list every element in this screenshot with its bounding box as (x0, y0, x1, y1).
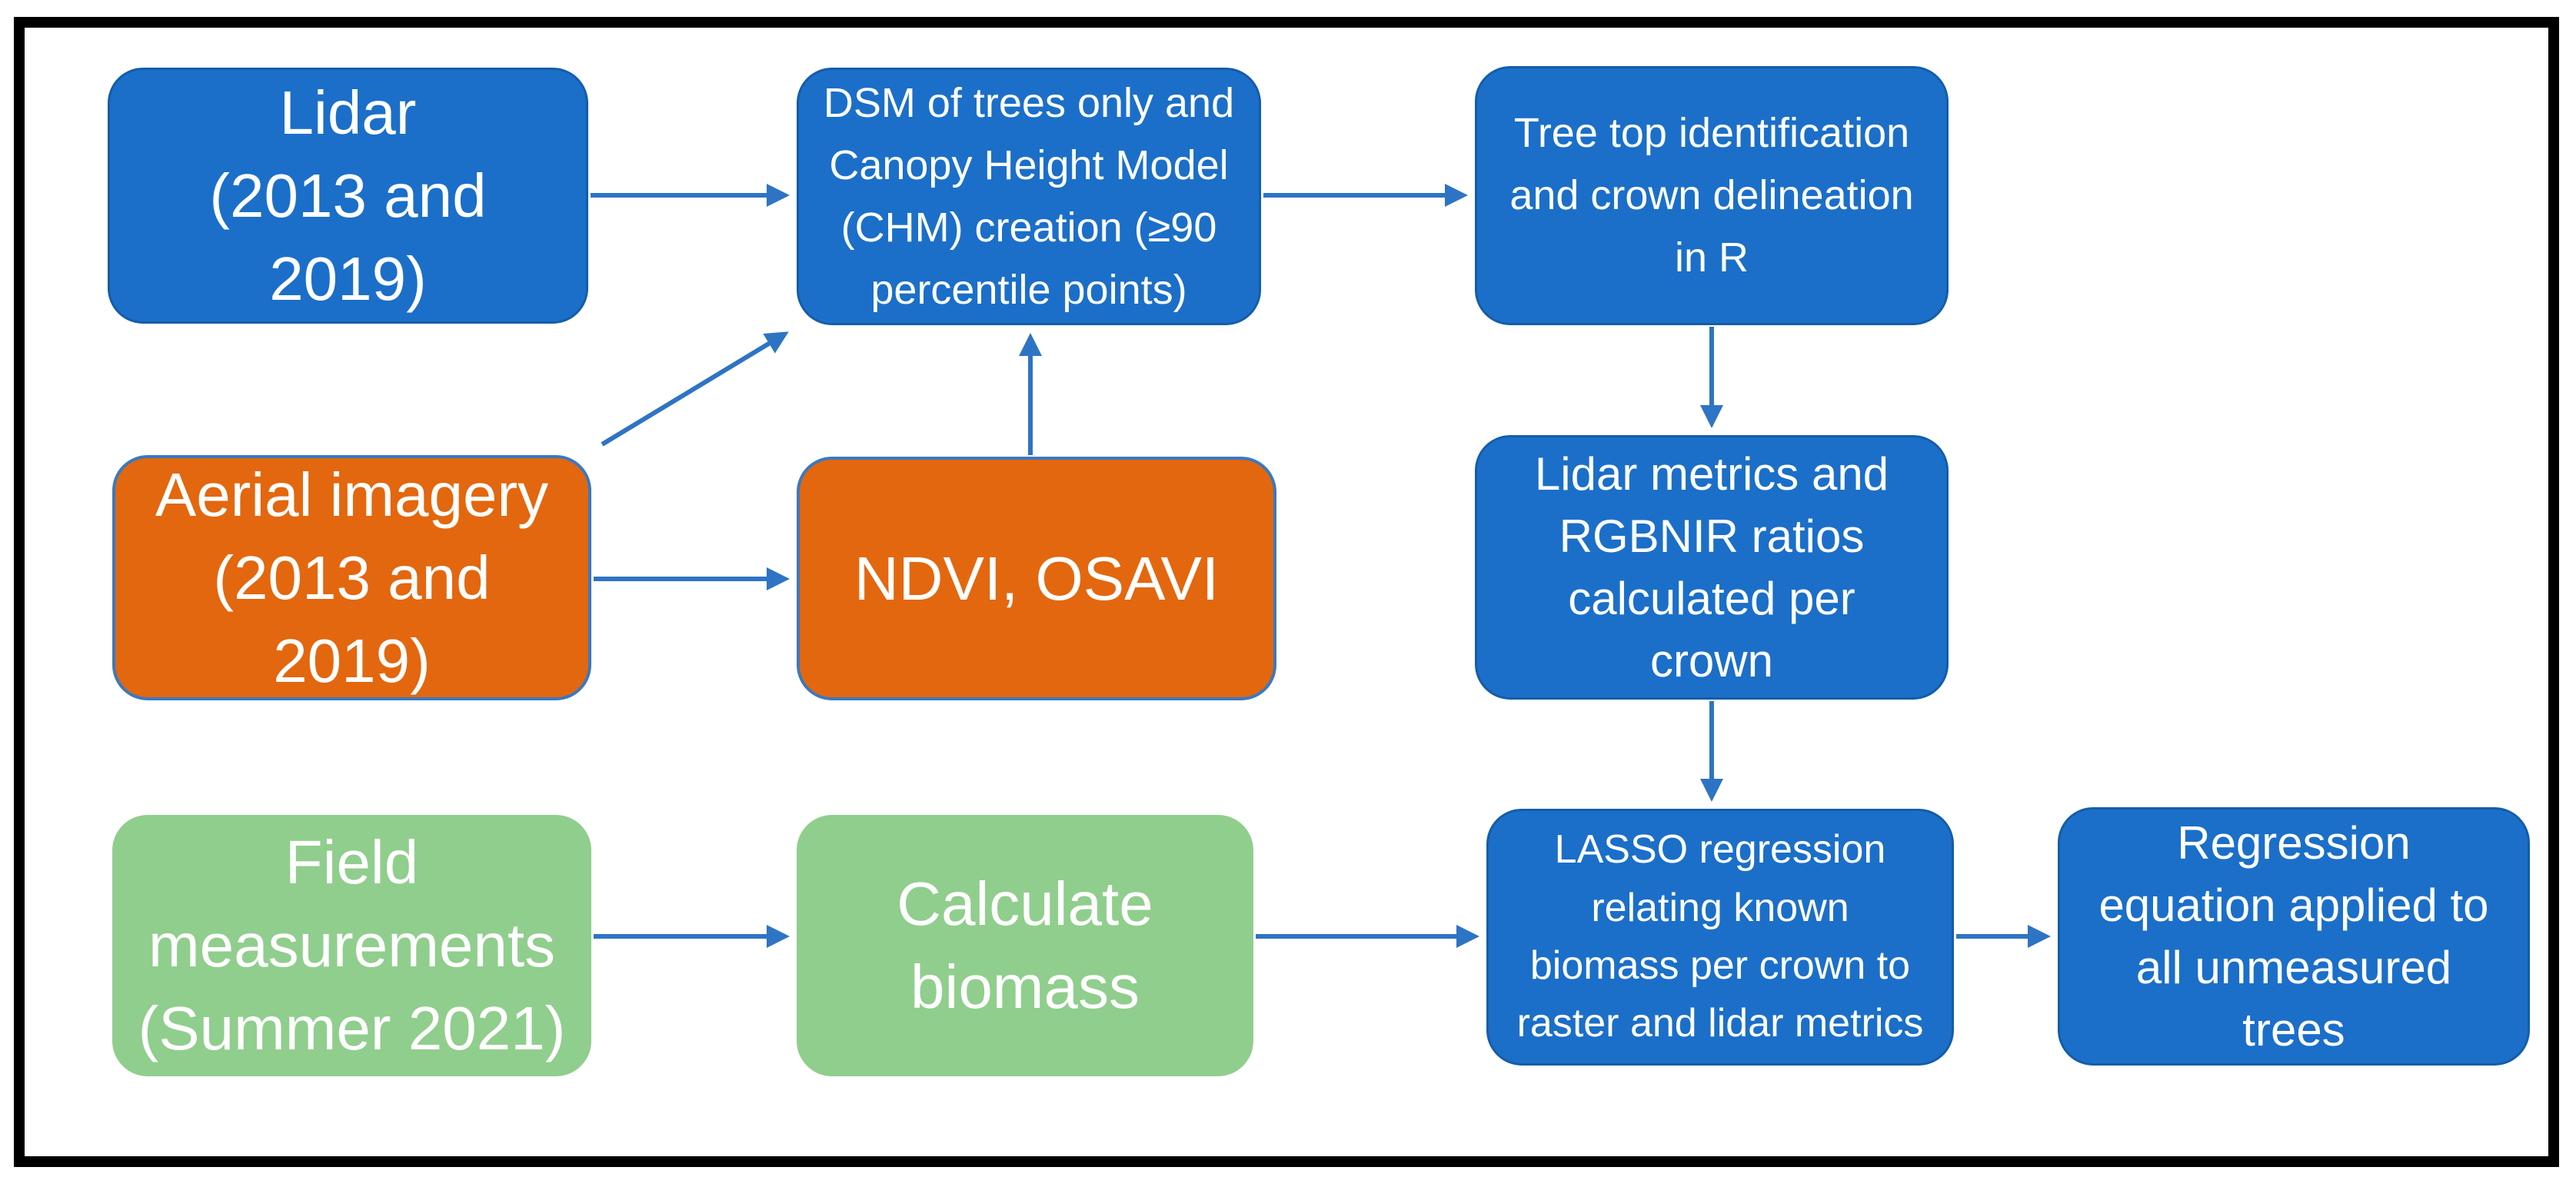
node-calculate-biomass-label: Calculate biomass (897, 869, 1153, 1021)
node-lasso-regression-label: LASSO regression relating known biomass … (1516, 827, 1924, 1046)
node-aerial-imagery: Aerial imagery (2013 and 2019) (112, 455, 591, 700)
node-regression-equation: Regression equation applied to all unmea… (2058, 807, 2530, 1066)
node-calculate-biomass: Calculate biomass (797, 815, 1253, 1076)
node-ndvi-osavi: NDVI, OSAVI (797, 457, 1276, 700)
arrow-aerial-to-dsm (601, 331, 789, 447)
node-field-measurements: Field measurements (Summer 2021) (112, 815, 591, 1076)
node-lidar-label: Lidar (2013 and 2019) (209, 78, 487, 313)
node-lidar-metrics: Lidar metrics and RGBNIR ratios calculat… (1475, 435, 1949, 700)
node-treetop-identification: Tree top identification and crown deline… (1475, 66, 1949, 325)
node-lasso-regression: LASSO regression relating known biomass … (1486, 809, 1954, 1066)
node-treetop-identification-label: Tree top identification and crown deline… (1509, 110, 1914, 281)
node-aerial-imagery-label: Aerial imagery (2013 and 2019) (155, 460, 549, 695)
node-lidar: Lidar (2013 and 2019) (108, 68, 588, 324)
node-dsm-chm-creation: DSM of trees only and Canopy Height Mode… (797, 68, 1261, 325)
node-lidar-metrics-label: Lidar metrics and RGBNIR ratios calculat… (1534, 448, 1889, 687)
node-regression-equation-label: Regression equation applied to all unmea… (2098, 817, 2489, 1056)
node-ndvi-osavi-label: NDVI, OSAVI (854, 544, 1220, 613)
node-field-measurements-label: Field measurements (Summer 2021) (138, 828, 566, 1062)
node-dsm-chm-creation-label: DSM of trees only and Canopy Height Mode… (823, 79, 1235, 313)
outer-border-frame (14, 17, 2559, 1167)
